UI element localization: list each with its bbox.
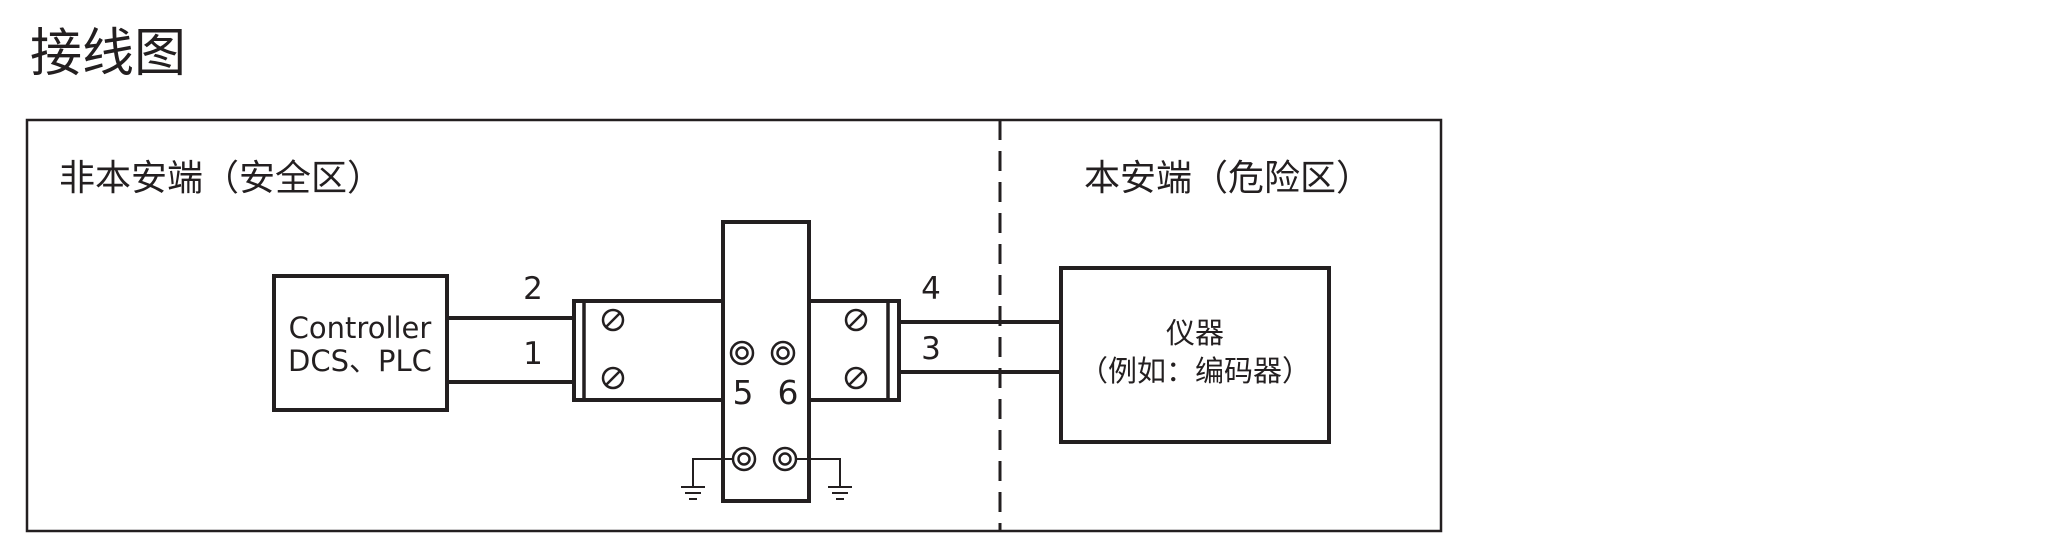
screw-icon	[844, 366, 868, 390]
terminal-6-icon	[770, 340, 796, 366]
wire-label-4: 4	[921, 271, 941, 307]
instrument-label-line1: 仪器	[1166, 316, 1224, 350]
ground-lead-left	[692, 458, 733, 486]
wire-label-1: 1	[523, 336, 543, 372]
terminal-5-icon	[729, 340, 755, 366]
ground-terminal-left-icon	[731, 446, 757, 472]
screw-icon	[844, 308, 868, 332]
right-terminal-block	[807, 299, 901, 402]
page-title: 接线图	[30, 24, 187, 84]
ground-left-icon	[681, 486, 705, 500]
wire-label-3: 3	[921, 331, 941, 367]
instrument-label-line2: （例如：编码器）	[1079, 354, 1311, 388]
zone-label-hazard: 本安端（危险区）	[1084, 158, 1372, 199]
ground-terminal-right-icon	[772, 446, 798, 472]
instrument-box	[1059, 266, 1331, 444]
controller-label-line2: DCS、PLC	[288, 344, 432, 378]
diagram-frame	[25, 118, 1443, 533]
zone-label-safe: 非本安端（安全区）	[59, 158, 383, 199]
wire-label-2: 2	[523, 271, 543, 307]
terminal-label-6: 6	[778, 373, 799, 412]
ground-lead-right	[796, 458, 841, 486]
terminal-label-5: 5	[733, 373, 754, 412]
screw-icon	[601, 366, 625, 390]
ground-right-icon	[828, 486, 852, 500]
controller-label-line1: Controller	[289, 311, 432, 345]
left-terminal-block	[572, 299, 725, 402]
screw-icon	[601, 308, 625, 332]
controller-box	[272, 274, 449, 412]
